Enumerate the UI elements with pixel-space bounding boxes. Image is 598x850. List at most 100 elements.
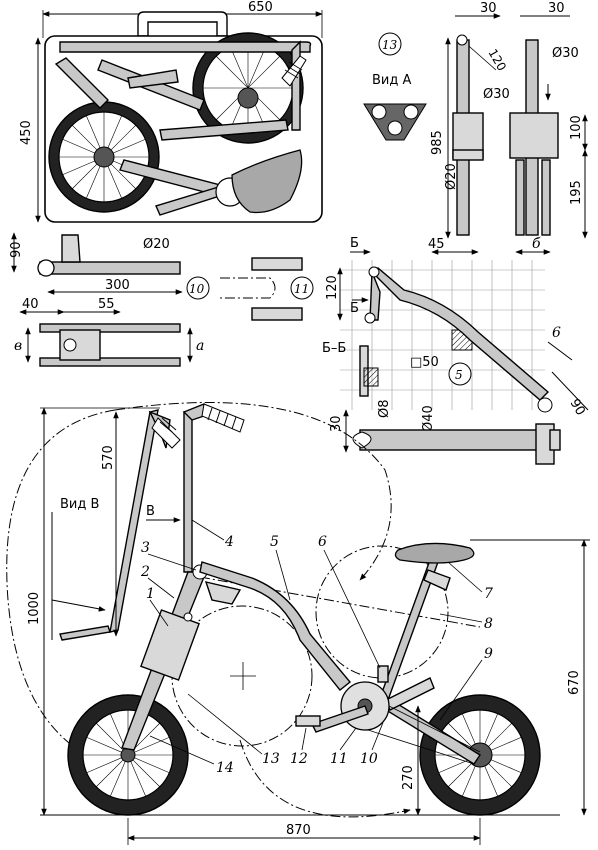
fork-right-clamp	[509, 112, 559, 159]
dim-55-text: 55	[98, 297, 115, 312]
dim-dia30a-text: Ø30	[552, 46, 579, 61]
axle-arm	[39, 261, 181, 275]
chain-bottom	[367, 729, 475, 765]
leader-6	[323, 549, 381, 669]
dim-570-text: 570	[101, 445, 116, 470]
center-line	[199, 576, 481, 628]
leader-2	[147, 577, 175, 599]
folded-rear-hub	[93, 146, 115, 168]
dim-45-text: 45	[428, 237, 445, 252]
dim-90-right-text: 90	[567, 397, 588, 419]
dim-870-text: 870	[286, 823, 311, 838]
main-tube-5	[199, 561, 351, 691]
part-5-tube	[370, 267, 550, 401]
circle-10-text: 10	[189, 282, 205, 296]
pedal-assembly: 40 55 в а	[14, 297, 204, 367]
fork-right-leg-b	[541, 159, 551, 236]
leader-14	[149, 735, 215, 765]
dim-dia20-axle-text: Ø20	[143, 237, 170, 252]
view-b-grip	[151, 417, 181, 449]
part-5-lug	[369, 271, 381, 321]
folded-case-view: 650 450	[19, 0, 323, 223]
view-v-pointer	[51, 599, 106, 612]
dim-line-6	[547, 341, 573, 361]
callout-circle-5	[448, 362, 472, 386]
pedal-rail-top	[39, 323, 181, 333]
circle-13-text: 13	[382, 38, 398, 52]
dim-40-text: 40	[22, 297, 39, 312]
lock-10	[377, 665, 389, 683]
callout-8: 8	[484, 616, 493, 632]
dim-dia20-fork-text: Ø20	[444, 163, 459, 190]
leader-7	[447, 561, 483, 593]
dim-100-text: 100	[569, 115, 584, 140]
dim-dia40-text: Ø40	[421, 405, 436, 432]
view-a-hole-1	[371, 104, 387, 120]
callout-12: 12	[290, 751, 308, 767]
view-a-label: Вид А	[372, 73, 411, 88]
dim-dia8-text: Ø8	[377, 399, 392, 418]
fork-view: 30 30 120 Ø30 Ø30 985 Ø20 100 195 45 б	[428, 1, 588, 255]
pedal-rail-bottom	[39, 357, 181, 367]
pedal-body	[59, 329, 101, 361]
fork-left-top	[456, 34, 468, 46]
folded-stem	[54, 57, 109, 109]
dim-dia30b-text: Ø30	[483, 87, 510, 102]
callout-6: 6	[318, 534, 327, 550]
hinge-tube	[359, 429, 541, 451]
folded-top-tube	[59, 41, 312, 53]
circle-11-text: 11	[294, 282, 309, 296]
folded-grip	[281, 55, 307, 87]
fold-arc-left	[6, 409, 121, 771]
axle-bracket	[61, 234, 81, 263]
dim-450-text: 450	[19, 120, 34, 145]
leader-1	[149, 599, 169, 627]
callout-2: 2	[140, 564, 150, 580]
dim-v-text: в	[14, 338, 22, 354]
layout-grid	[340, 260, 545, 410]
handlebar-stem-4	[183, 411, 193, 573]
dim-line-90-right	[551, 371, 589, 411]
hinge-cap	[549, 429, 561, 451]
dim-90-left-text: 90	[9, 241, 24, 258]
dim-30-bb-text: 30	[329, 415, 344, 432]
part11-hidden	[220, 277, 276, 299]
view-b-foot	[59, 625, 111, 641]
folded-front-hub	[237, 87, 259, 109]
dim-120-mid-text: 120	[325, 275, 340, 300]
dim-120-top-text: 120	[485, 47, 509, 74]
part11-bottom	[251, 307, 303, 321]
folded-clamp	[127, 69, 179, 89]
fork-left-clamp2	[452, 149, 484, 161]
hinge-end	[352, 431, 372, 449]
crank-arm	[311, 705, 369, 733]
leader-10	[371, 719, 385, 751]
view-a: 13 Вид А	[363, 32, 427, 141]
dim-30a-text: 30	[480, 1, 497, 16]
axle-part-10: 90 Ø20 300 10	[9, 232, 210, 300]
callout-circle-13	[378, 32, 402, 56]
part-5-hole-bottom	[364, 312, 376, 324]
dim-195-text: 195	[569, 180, 584, 205]
view-b-arrow-label: В	[146, 504, 155, 519]
view-a-hole-3	[387, 120, 403, 136]
b-mark-1: Б	[350, 236, 359, 251]
callout-9: 9	[484, 646, 493, 662]
part-callouts: 1 2 3 4 5 6 7 8 9 10 11 12 13 1	[140, 519, 493, 776]
bicycle-side-view: Вид В 570 1000	[6, 402, 590, 845]
callout-13: 13	[262, 751, 280, 767]
dim-b-text: б	[532, 236, 541, 252]
part11-top	[251, 257, 303, 271]
dim-670-text: 670	[567, 670, 582, 695]
head-clamp-1	[140, 609, 200, 681]
part-5-detail: 120 Б Б 6 90 □50 5	[325, 236, 589, 419]
leader-9	[439, 659, 483, 721]
hinge-detail: 30 Ø40	[329, 405, 561, 465]
leader-3	[147, 553, 197, 571]
pedal-12	[295, 715, 321, 727]
chain-top	[388, 705, 481, 753]
dim-300-text: 300	[105, 278, 130, 293]
callout-4: 4	[224, 534, 234, 550]
folded-saddle	[231, 149, 303, 214]
